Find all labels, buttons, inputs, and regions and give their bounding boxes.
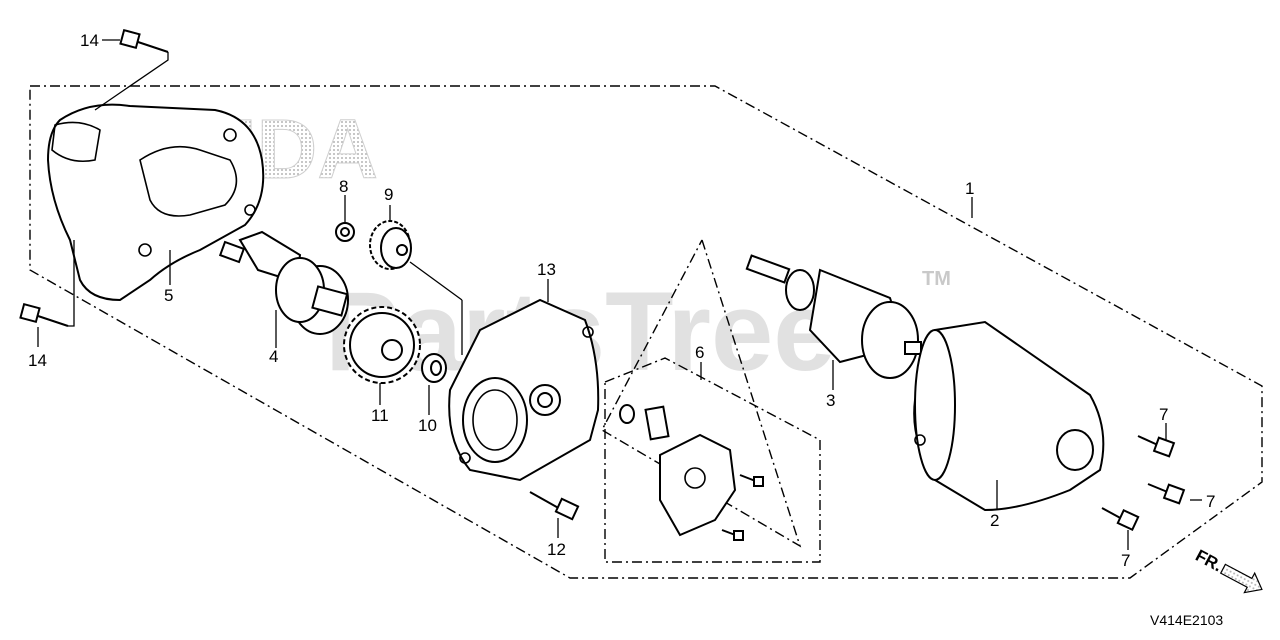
callout-labels: 1 2 3 4 5 6 7 7 7 8 9 10 11 12 13 14 14 — [28, 31, 1215, 570]
bolt-14-top-part — [119, 28, 169, 53]
front-cover-part — [46, 103, 265, 302]
bolt-7-right-part — [1147, 483, 1186, 505]
armature-part — [745, 254, 922, 379]
front-arrow-icon — [1219, 563, 1263, 594]
assembly-outline — [29, 85, 1263, 579]
callout-4: 4 — [269, 347, 278, 366]
callout-7-top: 7 — [1159, 405, 1168, 424]
gear-housing-part — [448, 298, 600, 482]
washer-part — [421, 353, 447, 383]
motor-yoke-part — [913, 320, 1105, 512]
front-direction-marker: FR. — [1192, 546, 1263, 594]
callout-5: 5 — [164, 286, 173, 305]
bolt-14-bottom-part — [19, 302, 69, 327]
callout-3: 3 — [826, 391, 835, 410]
large-gear-part — [343, 306, 421, 384]
callout-2: 2 — [990, 511, 999, 530]
callout-14-top: 14 — [80, 31, 99, 50]
callout-12: 12 — [547, 540, 566, 559]
bolt-12-part — [529, 491, 580, 521]
callout-14-bottom: 14 — [28, 351, 47, 370]
callout-1: 1 — [965, 179, 974, 198]
diagram-code: V414E2103 — [1150, 612, 1223, 628]
callout-9: 9 — [384, 185, 393, 204]
bolt-7-bottom-part — [1101, 507, 1140, 532]
callout-8: 8 — [339, 177, 348, 196]
front-marker-label: FR. — [1192, 546, 1225, 576]
armature-group-outline — [601, 239, 802, 548]
callout-13: 13 — [537, 260, 556, 279]
callout-7-bottom: 7 — [1121, 551, 1130, 570]
callout-6: 6 — [695, 343, 704, 362]
brush-holder-part — [619, 404, 764, 541]
leader-lines — [37, 39, 1202, 550]
circlip-part — [335, 222, 355, 242]
callout-11: 11 — [371, 406, 389, 425]
brush-holder-group-outline — [604, 357, 821, 563]
small-gear-part — [369, 220, 412, 270]
callout-10: 10 — [418, 416, 437, 435]
callout-7-right: 7 — [1206, 492, 1215, 511]
starter-drive-part — [218, 230, 349, 335]
trademark-symbol: TM — [922, 268, 951, 290]
bolt-7-top-part — [1137, 435, 1176, 458]
